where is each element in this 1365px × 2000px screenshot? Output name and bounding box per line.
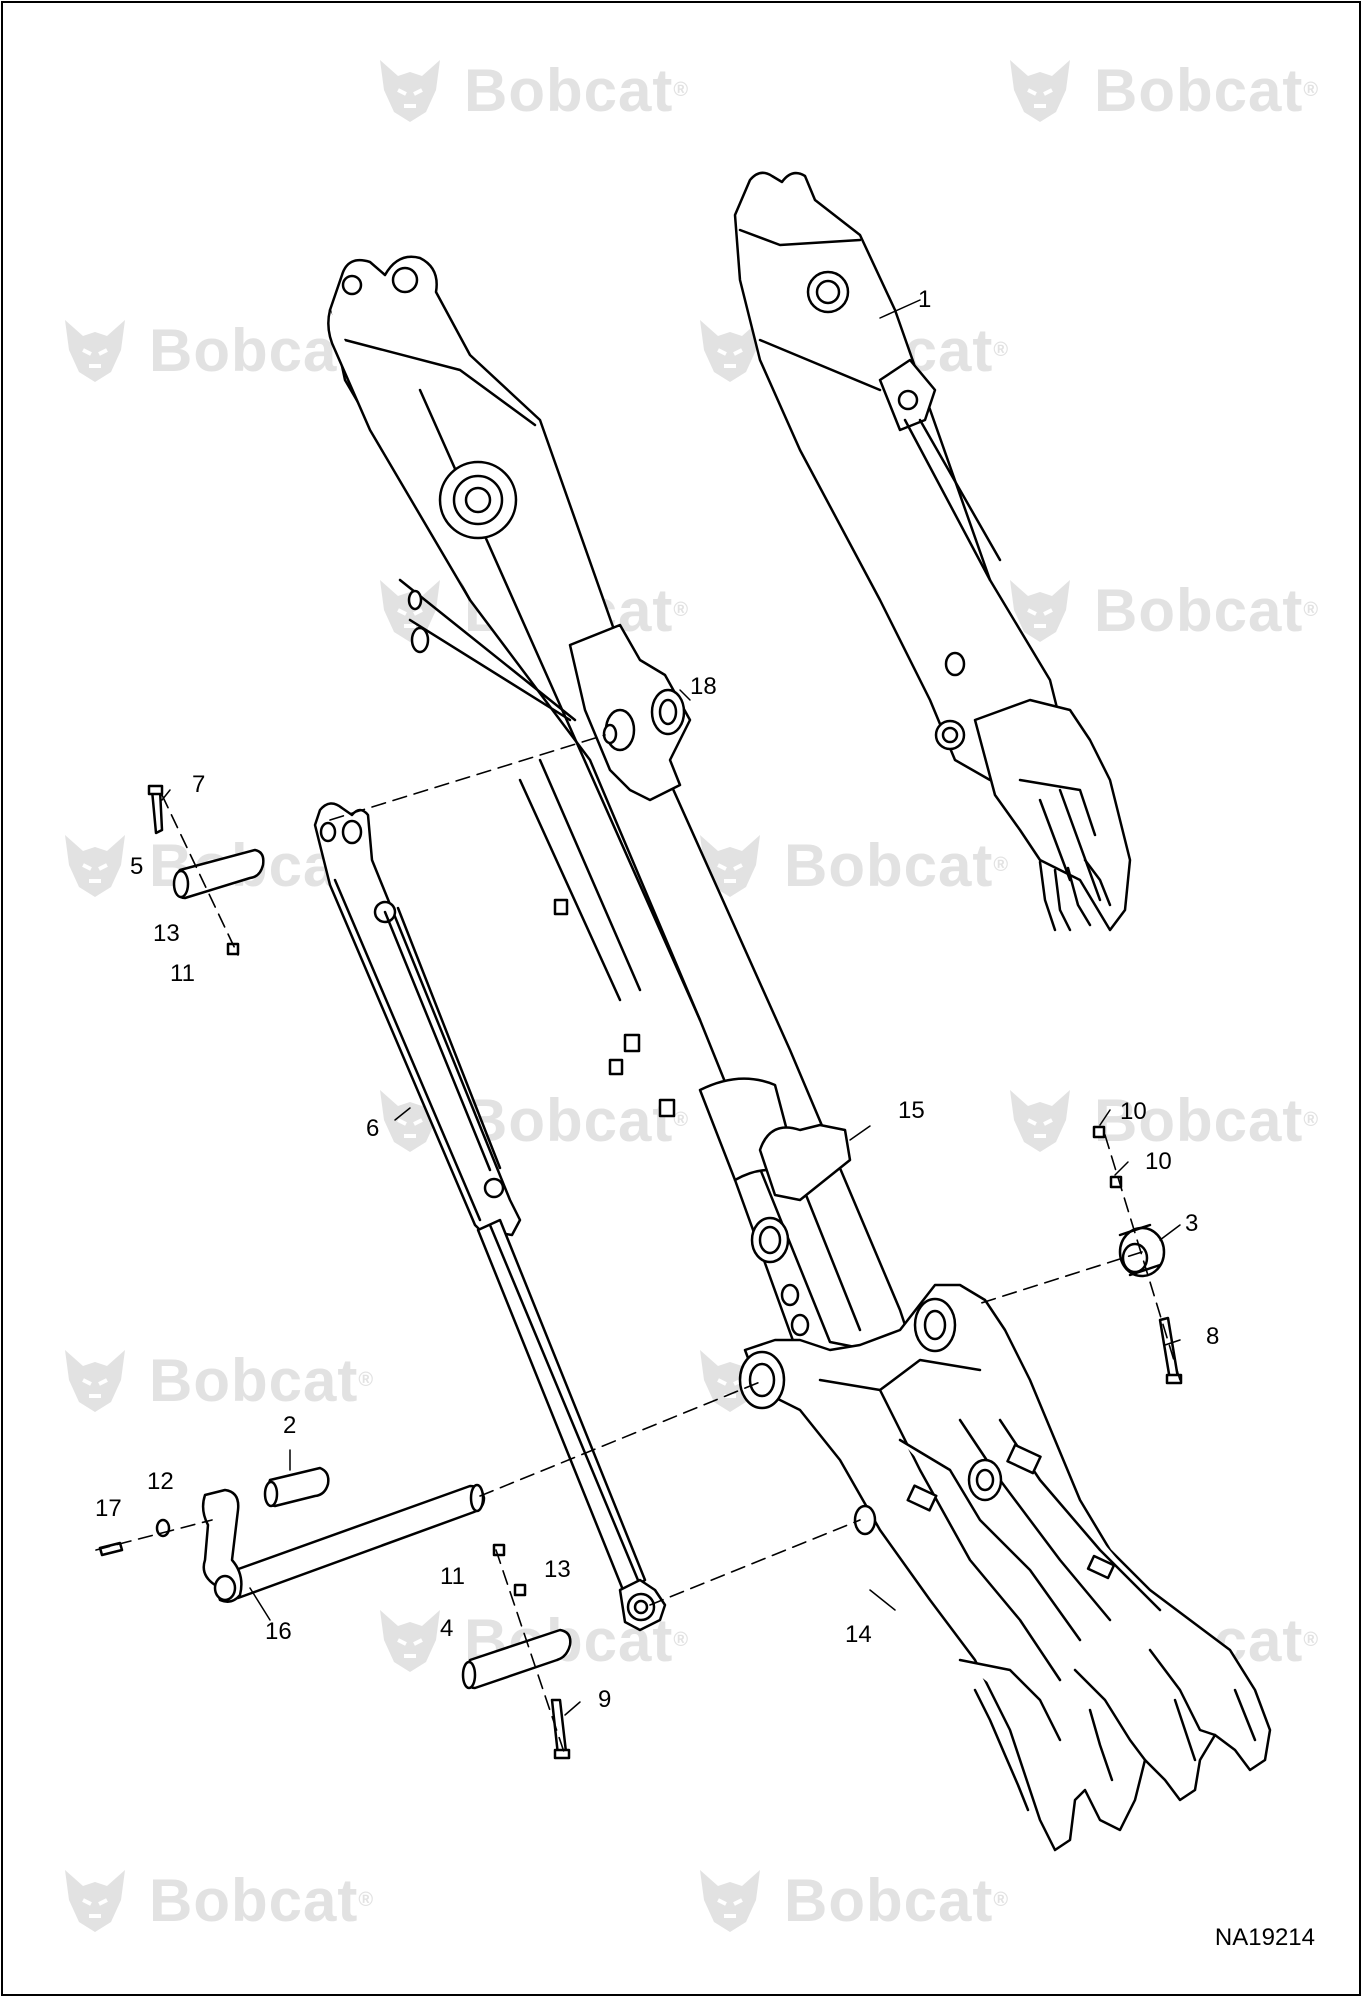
bobcat-head-icon <box>380 60 440 122</box>
watermark: Bobcat® <box>1000 50 1319 130</box>
callout-7: 7 <box>192 771 206 798</box>
bobcat-head-icon <box>65 320 125 382</box>
callout-13: 13 <box>153 920 180 947</box>
watermark: Bobcat® <box>55 1860 374 1940</box>
watermark: Bobcat® <box>690 1860 1009 1940</box>
callout-13: 13 <box>544 1556 571 1583</box>
assembled-arm-reference <box>733 171 1132 932</box>
callout-2: 2 <box>283 1412 297 1439</box>
watermark: Bobcat® <box>55 1340 374 1420</box>
callout-8: 8 <box>1206 1323 1220 1350</box>
callout-10: 10 <box>1120 1098 1147 1125</box>
bobcat-head-icon <box>1010 60 1070 122</box>
callout-4: 4 <box>440 1615 454 1642</box>
watermark: Bobcat® <box>1000 1080 1319 1160</box>
grapple-bucket <box>738 1283 1272 1852</box>
callout-10: 10 <box>1145 1148 1172 1175</box>
bobcat-head-icon <box>65 835 125 897</box>
leader-lines <box>161 299 1181 1716</box>
callout-1: 1 <box>918 286 932 313</box>
pins-hardware <box>98 784 1183 1760</box>
bobcat-head-icon <box>1010 580 1070 642</box>
callout-18: 18 <box>690 673 717 700</box>
bracket-assembly <box>568 623 692 802</box>
centerlines <box>95 734 1181 1756</box>
callout-11: 11 <box>170 960 195 987</box>
callout-12: 12 <box>147 1468 174 1495</box>
bobcat-head-icon <box>1010 1090 1070 1152</box>
watermark: Bobcat® <box>55 310 374 390</box>
watermark: Bobcat® <box>1000 570 1319 650</box>
bobcat-head-icon <box>700 320 760 382</box>
callout-3: 3 <box>1185 1210 1199 1237</box>
callout-14: 14 <box>845 1621 872 1648</box>
bobcat-head-icon <box>65 1870 125 1932</box>
callout-16: 16 <box>265 1618 292 1645</box>
callout-15: 15 <box>898 1097 925 1124</box>
bobcat-head-icon <box>380 580 440 642</box>
callout-11: 11 <box>440 1563 465 1590</box>
watermark: Bobcat® <box>690 825 1009 905</box>
callout-6: 6 <box>366 1115 380 1142</box>
watermark: Bobcat® <box>370 50 689 130</box>
callout-9: 9 <box>598 1686 612 1713</box>
bobcat-head-icon <box>380 1610 440 1672</box>
bobcat-head-icon <box>65 1350 125 1412</box>
bobcat-head-icon <box>700 1870 760 1932</box>
drawing-number: NA19214 <box>1214 1924 1315 1951</box>
callout-17: 17 <box>95 1495 122 1522</box>
callout-5: 5 <box>130 853 144 880</box>
